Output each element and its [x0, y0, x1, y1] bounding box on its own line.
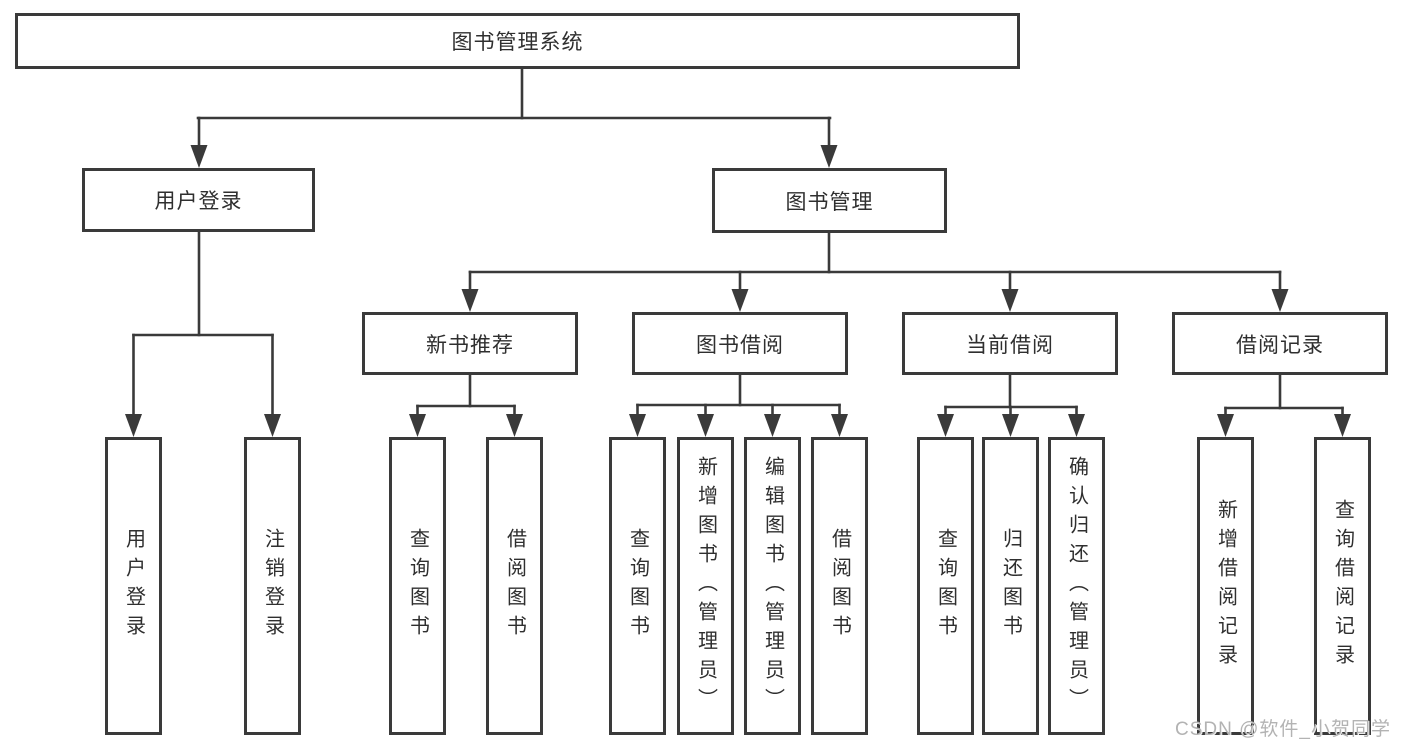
leaf-add-borrow-record: 新增借阅记录: [1197, 437, 1254, 735]
node-book-borrow: 图书借阅: [632, 312, 848, 375]
node-book-management: 图书管理: [712, 168, 947, 233]
leaf-borrow-books-recommend: 借阅图书: [486, 437, 543, 735]
node-book-borrow-label: 图书借阅: [696, 333, 784, 357]
leaf-logout-label: 注销登录: [261, 528, 284, 644]
node-user-login: 用户登录: [82, 168, 315, 232]
leaf-return-book: 归还图书: [982, 437, 1039, 735]
leaf-query-books-borrow: 查询图书: [609, 437, 666, 735]
leaf-confirm-return-admin: 确认归还（管理员）: [1048, 437, 1105, 735]
leaf-query-borrow-record: 查询借阅记录: [1314, 437, 1371, 735]
leaf-add-borrow-record-label: 新增借阅记录: [1214, 499, 1237, 673]
leaf-logout: 注销登录: [244, 437, 301, 735]
leaf-query-books-borrow-label: 查询图书: [626, 528, 649, 644]
leaf-query-borrow-record-label: 查询借阅记录: [1331, 499, 1354, 673]
leaf-edit-book-admin: 编辑图书（管理员）: [744, 437, 801, 735]
leaf-edit-book-admin-label: 编辑图书（管理员）: [761, 455, 784, 717]
leaf-confirm-return-admin-label: 确认归还（管理员）: [1065, 455, 1088, 717]
node-borrow-records-label: 借阅记录: [1236, 333, 1324, 357]
leaf-query-books-recommend-label: 查询图书: [406, 528, 429, 644]
leaf-add-book-admin: 新增图书（管理员）: [677, 437, 734, 735]
node-new-book-recommend-label: 新书推荐: [426, 333, 514, 357]
leaf-query-books-current-label: 查询图书: [934, 528, 957, 644]
node-root: 图书管理系统: [15, 13, 1020, 69]
leaf-query-books-current: 查询图书: [917, 437, 974, 735]
leaf-query-books-recommend: 查询图书: [389, 437, 446, 735]
node-user-login-label: 用户登录: [154, 190, 243, 213]
leaf-user-login: 用户登录: [105, 437, 162, 735]
node-borrow-records: 借阅记录: [1172, 312, 1388, 375]
node-book-management-label: 图书管理: [785, 190, 874, 214]
leaf-borrow-books-label: 借阅图书: [828, 528, 851, 644]
node-new-book-recommend: 新书推荐: [362, 312, 578, 375]
leaf-add-book-admin-label: 新增图书（管理员）: [694, 455, 717, 717]
leaf-borrow-books: 借阅图书: [811, 437, 868, 735]
node-current-borrow: 当前借阅: [902, 312, 1118, 375]
leaf-borrow-books-recommend-label: 借阅图书: [503, 528, 526, 644]
watermark: CSDN @软件_小贺同学: [1175, 719, 1391, 740]
node-root-label: 图书管理系统: [451, 31, 584, 54]
leaf-return-book-label: 归还图书: [999, 528, 1022, 644]
node-current-borrow-label: 当前借阅: [966, 333, 1054, 357]
leaf-user-login-label: 用户登录: [122, 528, 145, 644]
